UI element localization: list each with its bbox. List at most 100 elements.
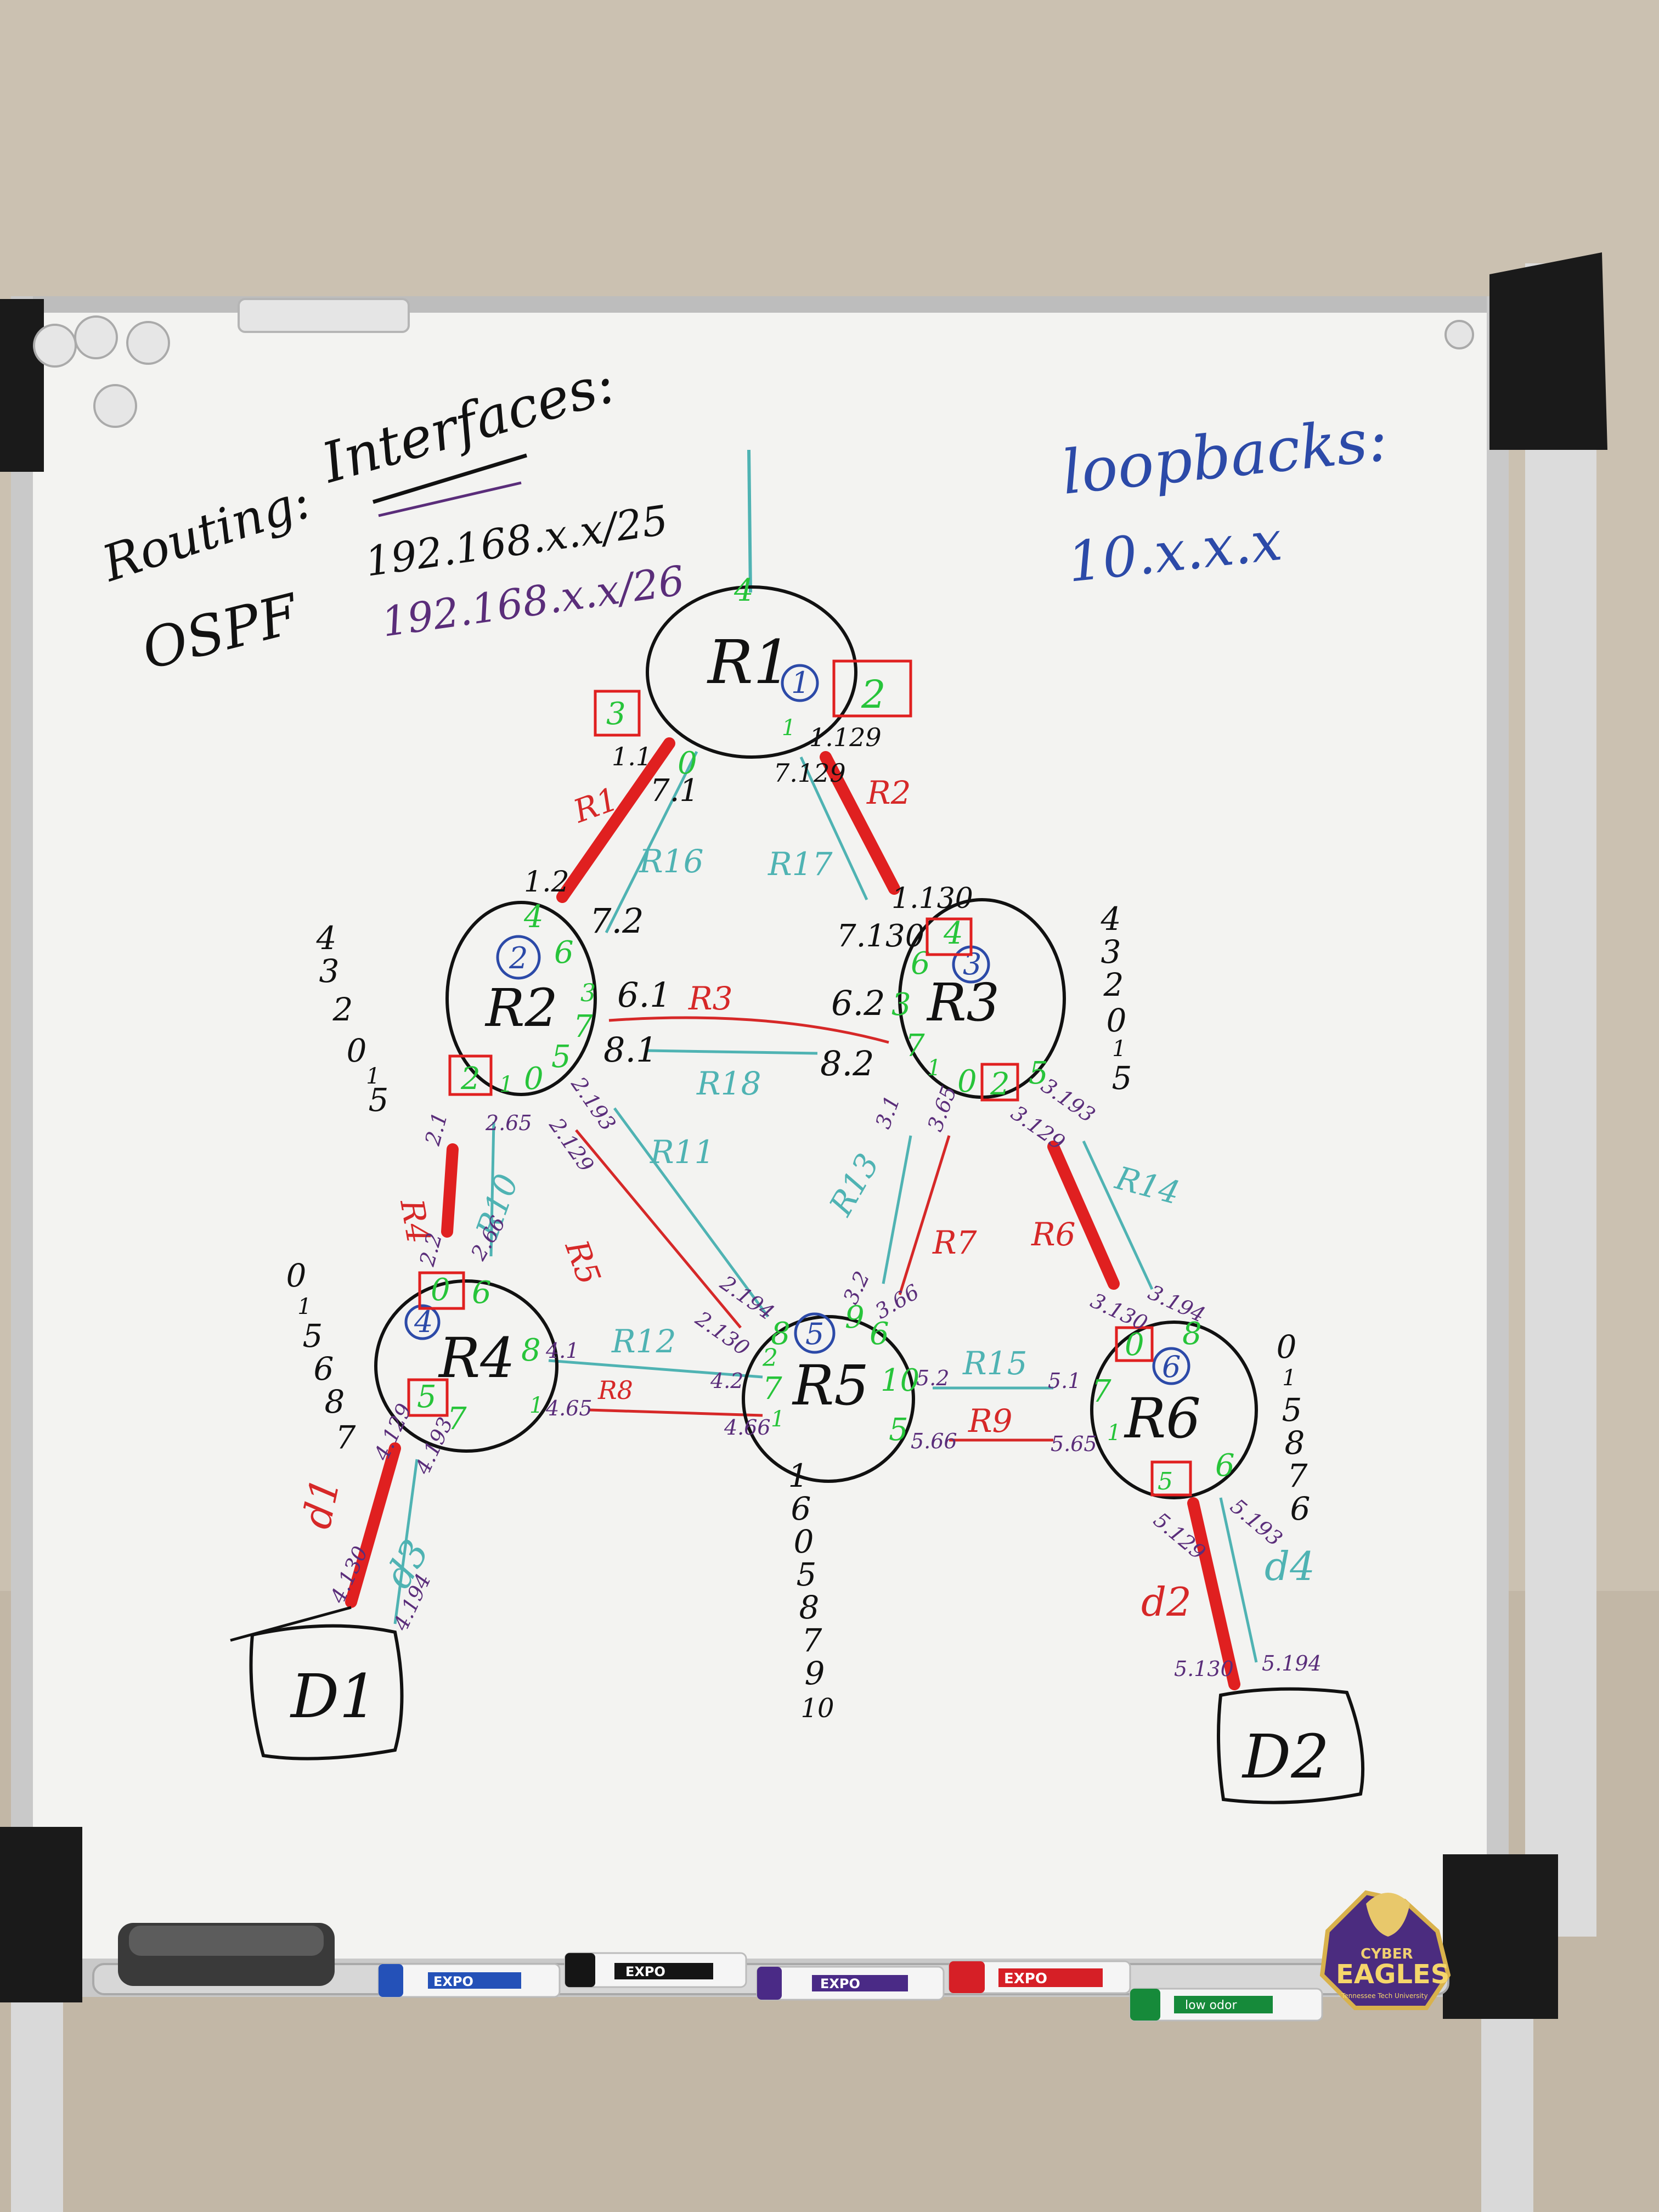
svg-text:CYBER: CYBER [1361, 1946, 1413, 1962]
svg-text:low odor: low odor [1185, 1999, 1237, 2012]
port-r5-7: 7 [763, 1371, 782, 1407]
port-r1-0: 0 [678, 746, 697, 781]
addr-5-194: 5.194 [1262, 1651, 1322, 1675]
port-r2-3: 3 [580, 979, 596, 1007]
marker-red: EXPO [948, 1960, 1131, 1994]
router-r6-id-circle [1152, 1347, 1190, 1385]
interfaces-underline-purple [378, 481, 522, 517]
svg-text:7: 7 [1288, 1457, 1308, 1494]
port-r1-2: 2 [861, 672, 886, 717]
corner-bracket-bottom-right [1443, 1854, 1558, 2019]
link-r3-r5-red [898, 1135, 951, 1295]
link-r6-d2-teal [1219, 1497, 1258, 1663]
router-r1-id: 1 [791, 665, 810, 700]
marker-blue: EXPO [377, 1963, 561, 1998]
port-r5-2: 2 [762, 1344, 778, 1372]
addr-1-129: 1.129 [809, 723, 882, 752]
link-r2-r3-red [608, 1016, 889, 1044]
router-r1-id-circle [781, 664, 819, 702]
interfaces-underline [372, 453, 528, 504]
link-label-r8: R8 [597, 1375, 633, 1405]
svg-text:5: 5 [369, 1081, 389, 1119]
port-r6-8: 8 [1182, 1316, 1202, 1352]
link-label-r16: R16 [639, 843, 703, 880]
svg-text:1: 1 [366, 1064, 380, 1089]
link-r1-r2-red [556, 737, 675, 903]
link-r4-d1-red [345, 1442, 401, 1608]
link-label-r9: R9 [968, 1402, 1013, 1440]
addr-4-1: 4.1 [545, 1339, 579, 1363]
corner-bracket-top-left [0, 299, 44, 472]
router-r5-id-circle [794, 1312, 836, 1354]
device-d1-box [249, 1624, 404, 1760]
port-r4-7: 7 [447, 1401, 467, 1437]
addr-6-2: 6.2 [831, 983, 885, 1023]
marker-green: low odor [1129, 1988, 1323, 2022]
device-d1-topline [230, 1606, 352, 1642]
port-r2-6: 6 [554, 935, 574, 970]
svg-text:6: 6 [791, 1490, 811, 1527]
addr-1-130: 1.130 [891, 882, 973, 915]
svg-text:9: 9 [805, 1655, 825, 1692]
link-r3-r6-teal [1082, 1140, 1154, 1290]
svg-text:1: 1 [297, 1294, 311, 1319]
port-box-r6-0 [1115, 1326, 1154, 1362]
port-box-r6-5 [1150, 1460, 1192, 1497]
svg-text:6: 6 [1290, 1490, 1311, 1527]
svg-text:5: 5 [1282, 1391, 1302, 1429]
router-r6-id: 6 [1162, 1350, 1181, 1384]
svg-text:0: 0 [794, 1523, 814, 1560]
link-r2-r5-teal [613, 1107, 770, 1318]
port-list-r4: 0 1 5 6 8 7 [286, 1257, 356, 1456]
port-r5-8: 8 [771, 1316, 791, 1352]
port-r2-0: 0 [524, 1061, 544, 1097]
svg-text:8: 8 [1285, 1424, 1305, 1462]
addr-8-2: 8.2 [820, 1043, 874, 1084]
port-r3-0: 0 [957, 1064, 977, 1099]
link-r3-r5-teal [882, 1135, 912, 1284]
addr-7-130: 7.130 [837, 918, 924, 954]
router-r2-id: 2 [509, 941, 528, 975]
link-r2-r4-teal [489, 1121, 495, 1257]
svg-text:3: 3 [319, 952, 340, 990]
port-r1-3: 3 [606, 696, 626, 732]
link-r2-r5-red [575, 1129, 742, 1329]
svg-text:0: 0 [286, 1257, 307, 1294]
svg-text:EXPO: EXPO [625, 1964, 665, 1979]
addr-5-65: 5.65 [1051, 1432, 1097, 1456]
eraser-top [238, 298, 410, 333]
port-r5-1: 1 [771, 1407, 785, 1432]
svg-text:5: 5 [797, 1556, 817, 1593]
link-r4-d1-teal [393, 1459, 419, 1624]
svg-text:EXPO: EXPO [1004, 1971, 1047, 1987]
port-r6-6: 6 [1215, 1448, 1235, 1483]
eraser-top-face [129, 1926, 324, 1956]
link-r3-r6-red [1047, 1141, 1120, 1290]
port-r3-5: 5 [1029, 1056, 1048, 1091]
port-r1-1: 1 [782, 715, 795, 741]
router-r4-id-circle [404, 1304, 441, 1340]
r1-top-port: 4 [733, 573, 754, 608]
hook-top-right [1444, 320, 1474, 349]
router-r5-circle [742, 1315, 915, 1483]
svg-text:4: 4 [316, 919, 337, 957]
addr-8-1: 8.1 [603, 1030, 658, 1070]
port-list-r5: 1 6 0 5 8 7 9 10 [788, 1457, 834, 1724]
marker-black: EXPO [564, 1952, 747, 1988]
router-r4-id: 4 [414, 1305, 433, 1339]
svg-text:3: 3 [1101, 933, 1121, 970]
router-r3-label: R3 [926, 973, 1000, 1033]
link-r2-r4-red [441, 1143, 459, 1238]
svg-text:2: 2 [1103, 966, 1124, 1003]
port-box-r3-4 [926, 917, 973, 956]
port-box-r1-2 [832, 659, 912, 718]
port-box-r4-0 [418, 1271, 465, 1310]
link-r1-r3-red [820, 751, 900, 895]
link-label-d2: d2 [1141, 1579, 1192, 1625]
port-r3-7: 7 [905, 1028, 925, 1064]
addr-7-1: 7.1 [650, 773, 699, 809]
svg-text:1: 1 [1112, 1036, 1126, 1062]
svg-text:0: 0 [347, 1032, 367, 1069]
port-r2-1: 1 [499, 1072, 513, 1097]
